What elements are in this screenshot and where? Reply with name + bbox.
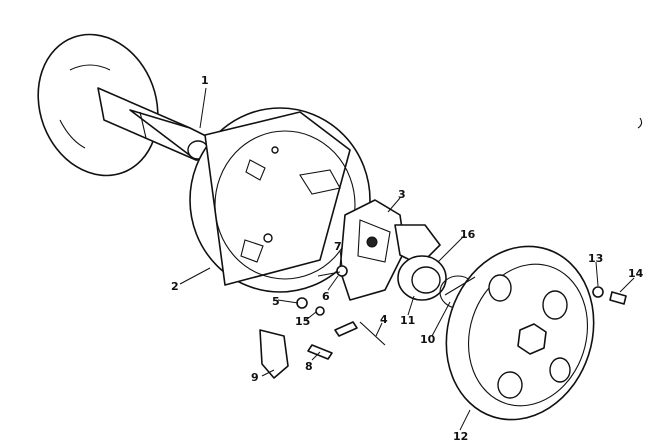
clutch-cover [444,245,595,421]
bushing-ring [397,255,447,301]
hardware [259,117,643,379]
callout-6: 6 [322,290,330,303]
clutch-housing [189,107,371,293]
callout-13: 13 [588,252,603,265]
callout-14: 14 [628,267,644,280]
bracket-9 [259,329,289,379]
nut-7 [336,265,348,277]
leader-lines [179,87,635,431]
bolt-4 [359,321,386,346]
washer-13 [592,286,604,298]
callouts: 1 2 3 4 5 6 7 8 9 10 11 12 13 14 15 16 [171,74,644,443]
callout-7: 7 [334,240,342,253]
callout-2: 2 [171,280,179,293]
spider-assembly [339,199,441,301]
callout-15: 15 [295,315,310,328]
callout-1: 1 [201,74,209,87]
callout-9: 9 [251,371,259,384]
nut-5 [296,297,308,309]
bolt-14 [609,291,627,305]
edge-mark [637,117,643,129]
callout-10: 10 [420,333,436,346]
callout-16: 16 [460,228,476,241]
callout-5: 5 [272,295,280,308]
link-arm [334,321,358,337]
callout-4: 4 [380,313,388,326]
sheave-disc [37,33,159,177]
callout-3: 3 [398,188,406,201]
callout-12: 12 [453,430,468,443]
callout-11: 11 [400,314,415,327]
callout-8: 8 [305,360,313,373]
washer-15 [315,306,325,316]
